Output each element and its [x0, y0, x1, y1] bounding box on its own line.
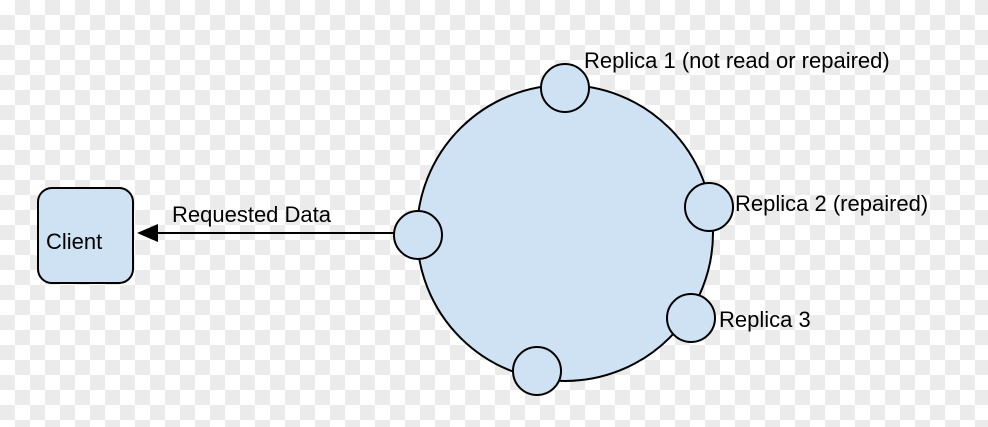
- replica-2-label: Replica 2 (repaired): [735, 191, 928, 216]
- coordinator-node: [393, 210, 443, 260]
- replica-1-node: [540, 63, 590, 113]
- replica-3-label: Replica 3: [719, 307, 811, 332]
- client-label: Client: [46, 229, 102, 254]
- client-box: [37, 187, 134, 284]
- ring-circle: [416, 84, 714, 382]
- requested-data-label: Requested Data: [172, 202, 332, 227]
- replica-2-node: [684, 182, 734, 232]
- bottom-node: [512, 346, 562, 396]
- arrowhead-icon: [137, 224, 158, 242]
- replica-1-label: Replica 1 (not read or repaired): [584, 48, 890, 73]
- replica-3-node: [666, 293, 716, 343]
